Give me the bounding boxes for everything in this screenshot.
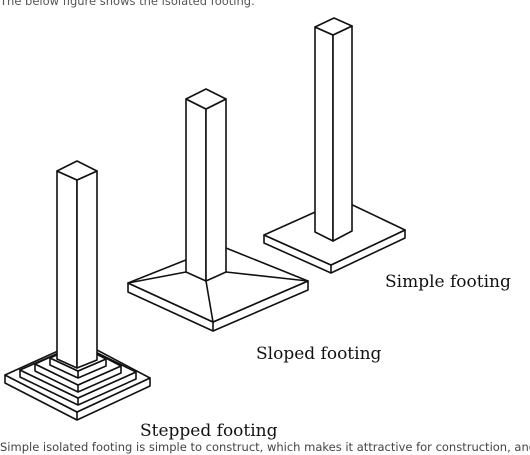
simple-footing-drawing — [263, 17, 406, 274]
simple-footing-column-left — [314, 26, 334, 242]
simple-footing-column-top — [314, 17, 353, 36]
stepped-footing-column-left — [56, 170, 78, 369]
sloped-footing-drawing — [127, 88, 309, 332]
simple-footing-label: Simple footing — [385, 272, 511, 292]
stepped-footing-column-top — [56, 160, 98, 181]
stepped-footing-column-right — [76, 170, 98, 369]
sloped-footing-label: Sloped footing — [256, 344, 382, 364]
stepped-footing-drawing — [4, 160, 151, 421]
sloped-footing-column-left — [185, 98, 207, 282]
intro-text: The below figure shows the isolated foot… — [0, 0, 255, 8]
stepped-footing-label: Stepped footing — [140, 421, 278, 441]
sloped-footing-column-top — [185, 88, 227, 110]
description-text: Simple isolated footing is simple to con… — [0, 440, 530, 454]
simple-footing-column-right — [332, 25, 353, 242]
sloped-footing-column-right — [205, 98, 227, 282]
